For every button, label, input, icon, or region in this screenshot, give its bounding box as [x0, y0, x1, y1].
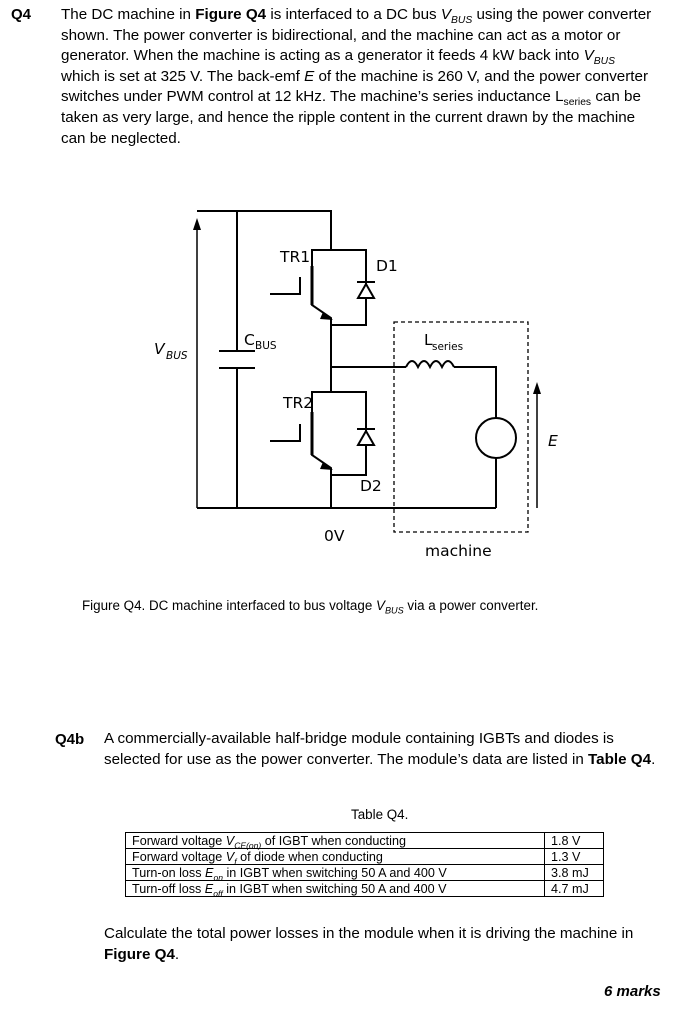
d2-label: D2 — [360, 477, 382, 495]
table-cell-parameter: Turn-off loss Eoff in IGBT when switchin… — [125, 880, 545, 898]
lseries-label: L — [424, 331, 433, 349]
marks-label: 6 marks — [604, 983, 661, 1000]
ov-label: 0V — [324, 527, 345, 545]
machine-label: machine — [425, 542, 492, 560]
module-data-table: Forward voltage VCE(on) of IGBT when con… — [125, 832, 604, 898]
circuit-diagram: TR1 D1 TR2 D2 0V machine E V BUS C BUS L… — [154, 210, 558, 560]
question-number-q4: Q4 — [11, 6, 32, 23]
question-number-q4b: Q4b — [55, 731, 85, 748]
table-row: Forward voltage Vf of diode when conduct… — [125, 848, 604, 866]
table-cell-value: 1.8 V — [544, 832, 604, 849]
cbus-sub-label: BUS — [255, 340, 277, 352]
tr2-label: TR2 — [282, 394, 313, 412]
lseries-sub-label: series — [432, 341, 463, 353]
tr1-label: TR1 — [279, 248, 310, 266]
table-cell-value: 3.8 mJ — [544, 864, 604, 881]
table-cell-value: 4.7 mJ — [544, 880, 604, 897]
table-row: Turn-on loss Eon in IGBT when switching … — [125, 864, 604, 882]
table-row: Turn-off loss Eoff in IGBT when switchin… — [125, 880, 604, 898]
vbus-sub-label: BUS — [166, 350, 188, 362]
e-label: E — [548, 432, 558, 450]
q4-intro-paragraph: The DC machine in Figure Q4 is interface… — [61, 6, 652, 147]
table-cell-parameter: Turn-on loss Eon in IGBT when switching … — [125, 864, 545, 882]
table-cell-parameter: Forward voltage Vf of diode when conduct… — [125, 848, 545, 866]
cbus-label: C — [244, 331, 255, 349]
vbus-label: V — [154, 340, 166, 358]
table-row: Forward voltage VCE(on) of IGBT when con… — [125, 832, 604, 850]
table-title: Table Q4. — [351, 807, 409, 822]
q4b-question: Calculate the total power losses in the … — [104, 925, 634, 963]
q4b-text: A commercially-available half-bridge mod… — [104, 730, 656, 768]
table-cell-parameter: Forward voltage VCE(on) of IGBT when con… — [125, 832, 545, 850]
d1-label: D1 — [376, 257, 398, 275]
table-cell-value: 1.3 V — [544, 848, 604, 865]
figure-caption: Figure Q4. DC machine interfaced to bus … — [82, 598, 539, 616]
